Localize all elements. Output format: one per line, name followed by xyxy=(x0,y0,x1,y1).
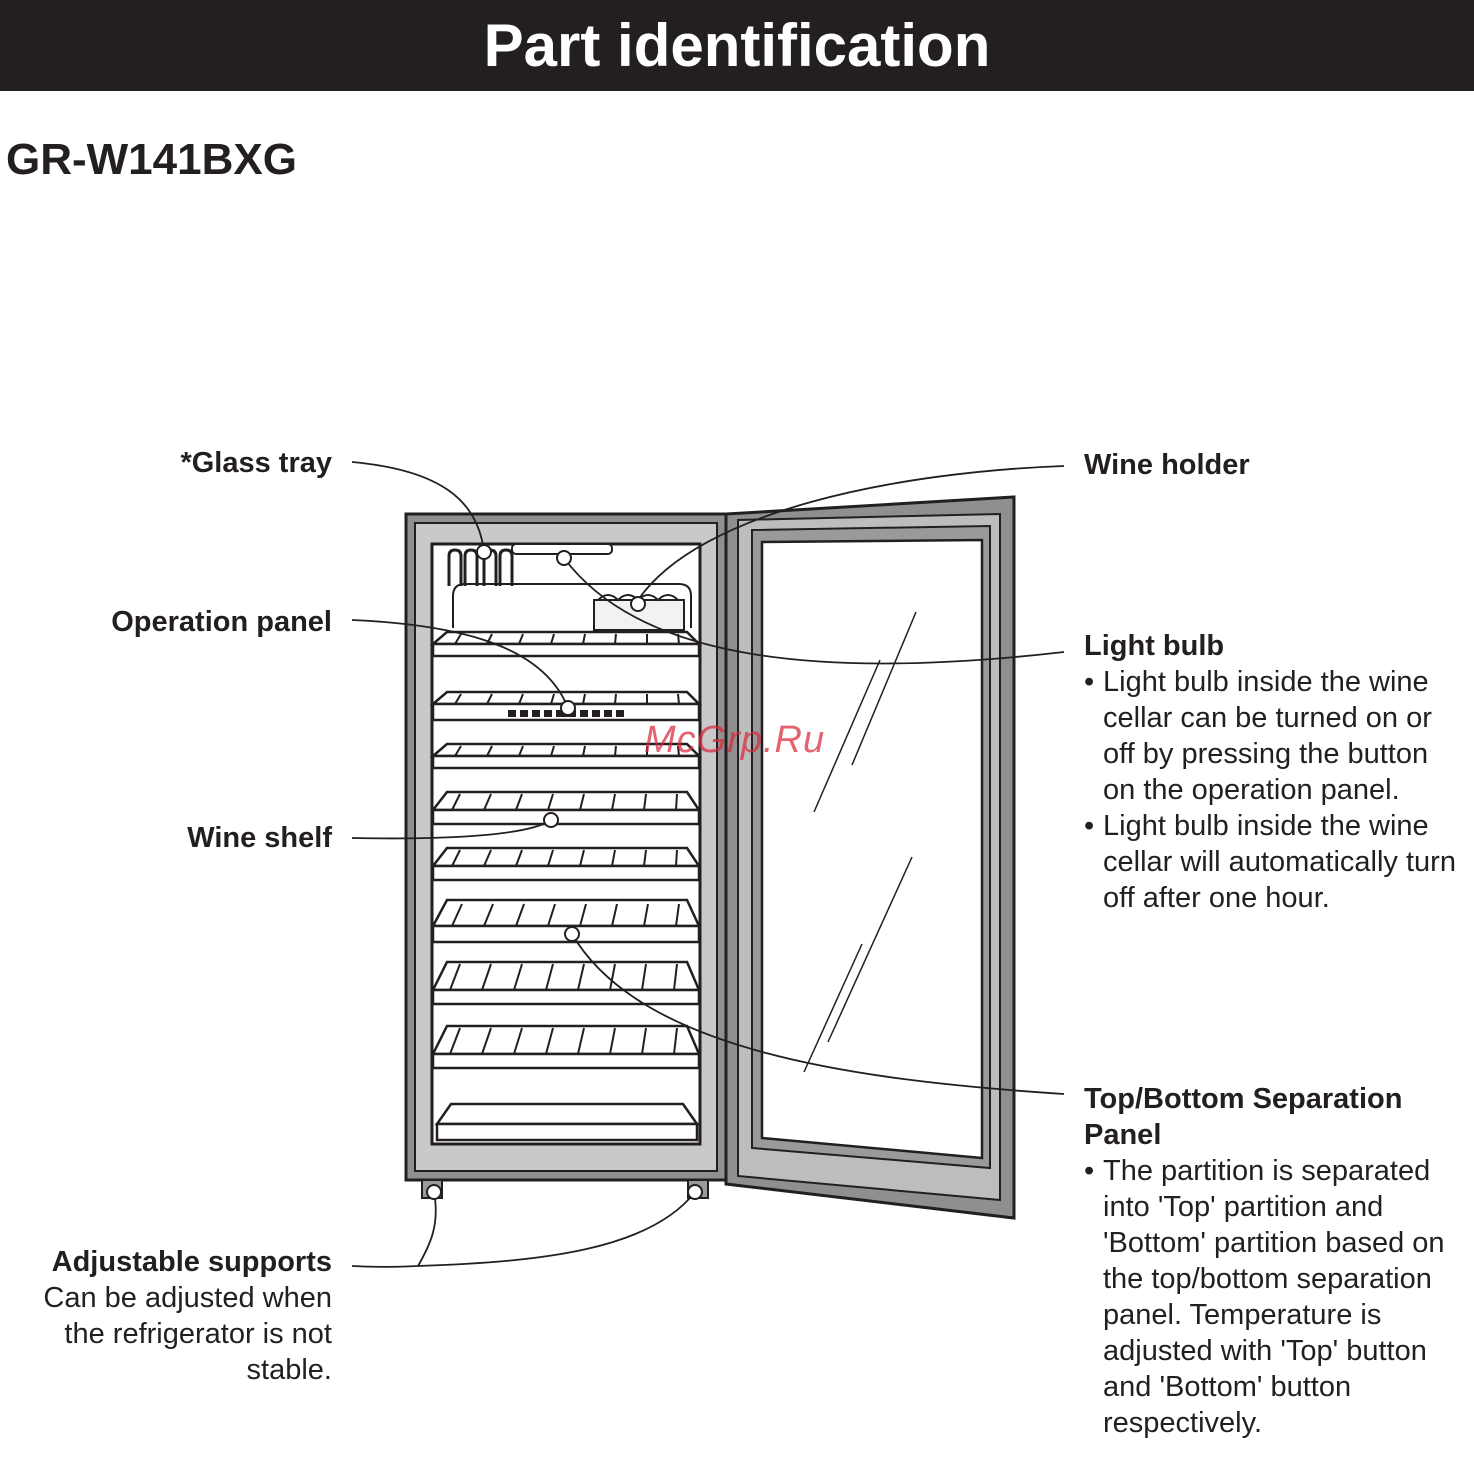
page-title: Part identification xyxy=(483,12,991,79)
wine-shelves xyxy=(429,630,703,1142)
shelf-8 xyxy=(430,1024,701,1070)
leader-light-bulb xyxy=(563,557,1065,665)
shelf-slots xyxy=(449,633,680,1055)
label-wine-shelf: Wine shelf xyxy=(187,822,332,854)
separation-panel-title-1: Top/Bottom Separation xyxy=(1084,1083,1403,1115)
label-wine-holder: Wine holder xyxy=(1084,449,1250,481)
leader-lines xyxy=(351,461,1065,1268)
callout-dots xyxy=(426,544,703,1200)
leader-glass-tray xyxy=(351,461,485,553)
leader-wine-holder xyxy=(637,465,1065,601)
label-adjustable-supports: Adjustable supports Can be adjusted when… xyxy=(0,1244,332,1388)
shelf-7 xyxy=(430,960,701,1006)
adjustable-supports-desc-3: stable. xyxy=(246,1354,332,1386)
header-bar: Part identification xyxy=(0,0,1474,91)
adjustable-supports-desc-2: the refrigerator is not xyxy=(64,1318,332,1350)
light-bulb-note-2: Light bulb inside the wine cellar will a… xyxy=(1084,808,1468,916)
model-number: GR-W141BXG xyxy=(6,135,297,184)
light-bulb-notes: Light bulb inside the wine cellar can be… xyxy=(1084,664,1468,916)
separation-panel-note-1: The partition is separated into 'Top' pa… xyxy=(1084,1153,1468,1441)
light-bulb-title: Light bulb xyxy=(1084,630,1225,662)
separation-panel-notes: The partition is separated into 'Top' pa… xyxy=(1084,1153,1468,1441)
leader-adjustable-supports xyxy=(351,1191,696,1268)
label-separation-panel: Top/Bottom Separation Panel The partitio… xyxy=(1084,1081,1468,1441)
shelf-1 xyxy=(429,630,703,658)
door xyxy=(724,495,1016,1220)
bottom-drawer xyxy=(434,1102,700,1142)
light-bulb-note-1: Light bulb inside the wine cellar can be… xyxy=(1084,664,1468,808)
separation-panel-title-2: Panel xyxy=(1084,1119,1162,1151)
adjustable-supports-desc-1: Can be adjusted when xyxy=(43,1282,332,1314)
leader-separation-panel xyxy=(571,933,1065,1095)
shelf-3 xyxy=(429,742,703,770)
glass-reflection-lines xyxy=(803,611,917,1073)
watermark: McGrp.Ru xyxy=(644,719,826,761)
label-operation-panel: Operation panel xyxy=(111,606,332,638)
label-light-bulb: Light bulb Light bulb inside the wine ce… xyxy=(1084,628,1468,916)
label-glass-tray: *Glass tray xyxy=(180,447,332,479)
adjustable-supports-title: Adjustable supports xyxy=(51,1246,332,1278)
leader-wine-shelf xyxy=(351,819,552,840)
adjustable-feet xyxy=(421,1179,709,1199)
shelf-5 xyxy=(430,846,702,882)
leader-operation-panel xyxy=(351,619,569,709)
shelf-4 xyxy=(430,790,702,826)
